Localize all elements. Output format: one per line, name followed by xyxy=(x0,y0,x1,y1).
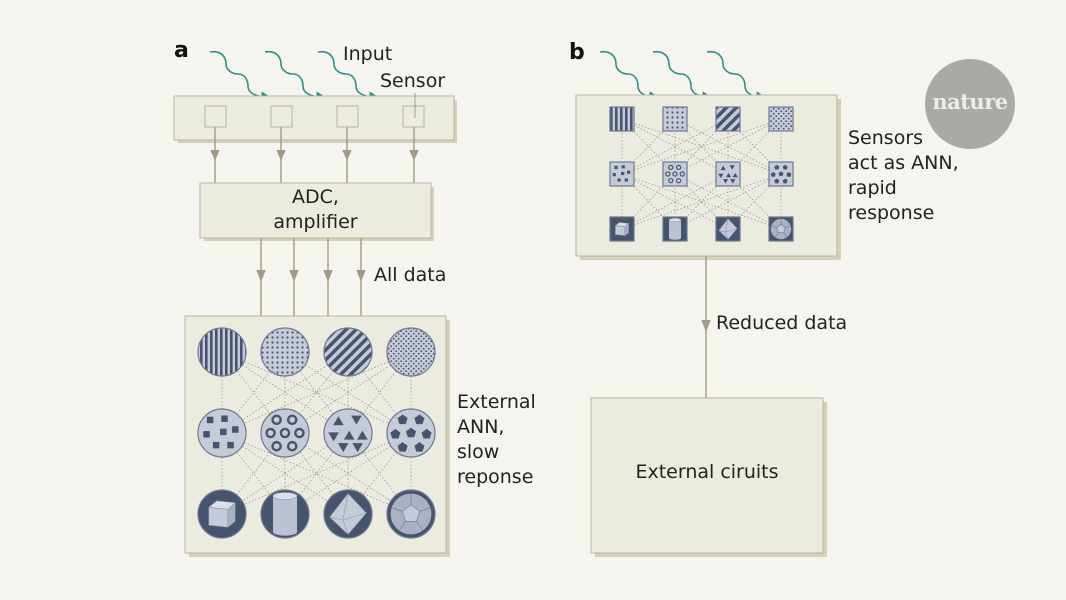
a-node-diagonal-stripes xyxy=(323,327,373,377)
input-wave xyxy=(264,50,328,103)
ann-label-line: External xyxy=(457,391,536,413)
b-node-fine-dots xyxy=(768,106,794,132)
sensor-element xyxy=(204,105,227,128)
ann-nodes-a xyxy=(197,327,436,539)
external-circuits-box xyxy=(590,397,827,557)
b-node-vertical-stripes xyxy=(609,106,635,132)
a-node-cube xyxy=(197,489,247,539)
input-wave xyxy=(706,50,768,103)
sensor-label: Sensor xyxy=(380,70,446,92)
a-node-triangles xyxy=(323,408,373,458)
b-node-octahedron xyxy=(715,216,741,242)
a-node-cylinder xyxy=(260,489,310,539)
adc-label-line2: amplifier xyxy=(273,211,358,233)
b-node-cube xyxy=(609,216,635,242)
reduced-data-arrow xyxy=(701,256,711,398)
external-circuits-label: External ciruits xyxy=(635,461,779,483)
ann-connection xyxy=(621,173,729,230)
sensors-label-line: response xyxy=(848,202,935,224)
ann-connection xyxy=(284,351,412,434)
nature-logo-text: nature xyxy=(932,89,1008,114)
reduced-data-label: Reduced data xyxy=(716,312,848,334)
all-data-label: All data xyxy=(374,264,447,286)
sensor-element xyxy=(336,105,359,128)
b-node-squares xyxy=(609,161,635,187)
adc-amplifier-box xyxy=(199,182,434,241)
input-waves-a xyxy=(209,50,381,103)
b-node-pentagons xyxy=(768,161,794,187)
a-node-vertical-stripes xyxy=(197,327,247,377)
adc-to-ann-arrows xyxy=(256,238,366,316)
ann-connection xyxy=(284,432,412,515)
sensors-label-line: rapid xyxy=(848,177,897,199)
ann-connection xyxy=(621,173,782,230)
ann-connection xyxy=(621,118,782,175)
b-node-triangles xyxy=(715,161,741,187)
ann-connection xyxy=(221,351,349,434)
ann-label-line: ANN, xyxy=(457,416,505,438)
panel-a xyxy=(173,50,457,557)
ann-connection xyxy=(221,432,349,515)
input-label: Input xyxy=(343,43,393,65)
sensors-label-line: act as ANN, xyxy=(848,152,959,174)
ann-label-line: reponse xyxy=(457,466,534,488)
sensor-to-adc-arrows xyxy=(210,127,419,184)
a-node-grid-dots xyxy=(260,327,310,377)
b-node-cylinder xyxy=(662,216,688,242)
a-node-fine-dots xyxy=(386,327,436,377)
input-wave xyxy=(599,50,661,103)
a-node-squares xyxy=(197,408,247,458)
nature-logo xyxy=(925,59,1015,149)
ann-connection xyxy=(221,432,412,515)
b-node-rings xyxy=(662,161,688,187)
input-wave xyxy=(209,50,273,103)
sensor-element xyxy=(270,105,293,128)
a-node-pentagons xyxy=(386,408,436,458)
b-node-diagonal-stripes xyxy=(715,106,741,132)
ann-label-line: slow xyxy=(457,441,500,463)
input-wave xyxy=(652,50,714,103)
ann-connection xyxy=(621,118,729,175)
b-node-grid-dots xyxy=(662,106,688,132)
ann-connection xyxy=(674,118,782,175)
input-waves-b xyxy=(599,50,768,103)
sensors-label-line: Sensors xyxy=(848,127,924,149)
input-wave xyxy=(317,50,381,103)
a-node-octahedron xyxy=(323,489,373,539)
ann-connection xyxy=(674,173,782,230)
a-node-dodecahedron xyxy=(386,489,436,539)
panel-b xyxy=(575,50,841,557)
ann-nodes-b xyxy=(609,106,794,242)
panel-letter-a: a xyxy=(174,38,189,63)
b-node-dodecahedron xyxy=(768,216,794,242)
sensor-element xyxy=(402,105,425,128)
ann-connection xyxy=(221,351,412,434)
a-node-rings xyxy=(260,408,310,458)
adc-label-line1: ADC, xyxy=(292,186,339,208)
sensor-bar-a xyxy=(173,93,457,143)
panel-letter-b: b xyxy=(569,40,585,65)
